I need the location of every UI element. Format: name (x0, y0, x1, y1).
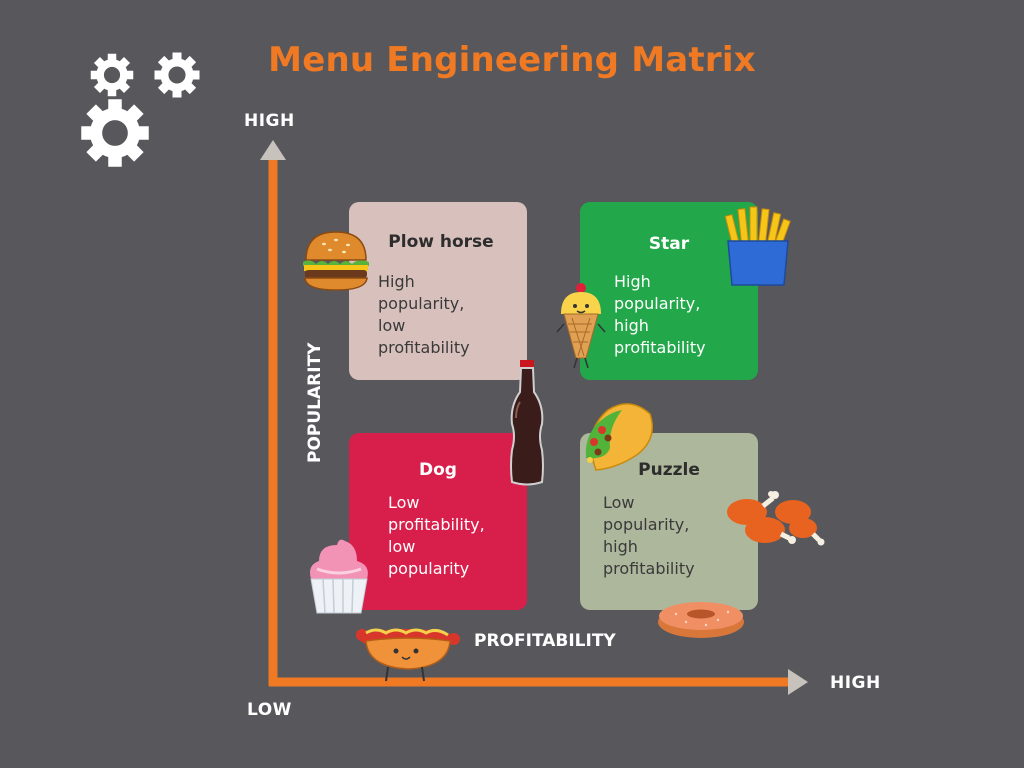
quadrant-title: Plow horse (388, 232, 494, 252)
ice-cream-icon (556, 283, 606, 369)
x-axis-high-label: HIGH (830, 673, 881, 693)
quadrant-puzzle: Puzzle Low popularity, high profitabilit… (580, 433, 758, 610)
y-axis-title: POPULARITY (305, 342, 325, 464)
quadrant-plow-horse: Plow horse High popularity, low profitab… (349, 202, 527, 380)
quadrant-title: Dog (419, 460, 457, 480)
quadrant-title: Star (648, 234, 690, 254)
quadrant-description: High popularity, low profitability (378, 272, 470, 357)
quadrant-star: Star High popularity, high profitability (580, 202, 758, 380)
quadrant-title: Puzzle (638, 460, 700, 480)
donut-icon (658, 602, 744, 638)
x-axis-title: PROFITABILITY (474, 631, 616, 651)
quadrant-description: High popularity, high profitability (614, 272, 706, 357)
cola-bottle-icon (510, 360, 544, 486)
y-axis-high-label: HIGH (244, 111, 295, 131)
origin-low-label: LOW (247, 700, 292, 720)
quadrant-description: Low popularity, high profitability (603, 493, 695, 578)
hotdog-icon (356, 628, 460, 682)
taco-icon (585, 403, 653, 471)
chicken-drumsticks-icon (727, 491, 825, 546)
cupcake-icon (310, 539, 368, 614)
quadrant-description: Low profitability, low popularity (388, 493, 485, 578)
x-axis-arrowhead (788, 669, 808, 695)
burger-icon (303, 231, 369, 291)
y-axis-arrowhead (260, 140, 286, 160)
page-title: Menu Engineering Matrix (268, 40, 756, 80)
quadrant-dog: Dog Low profitability, low popularity (349, 433, 527, 610)
fries-icon (724, 206, 791, 286)
